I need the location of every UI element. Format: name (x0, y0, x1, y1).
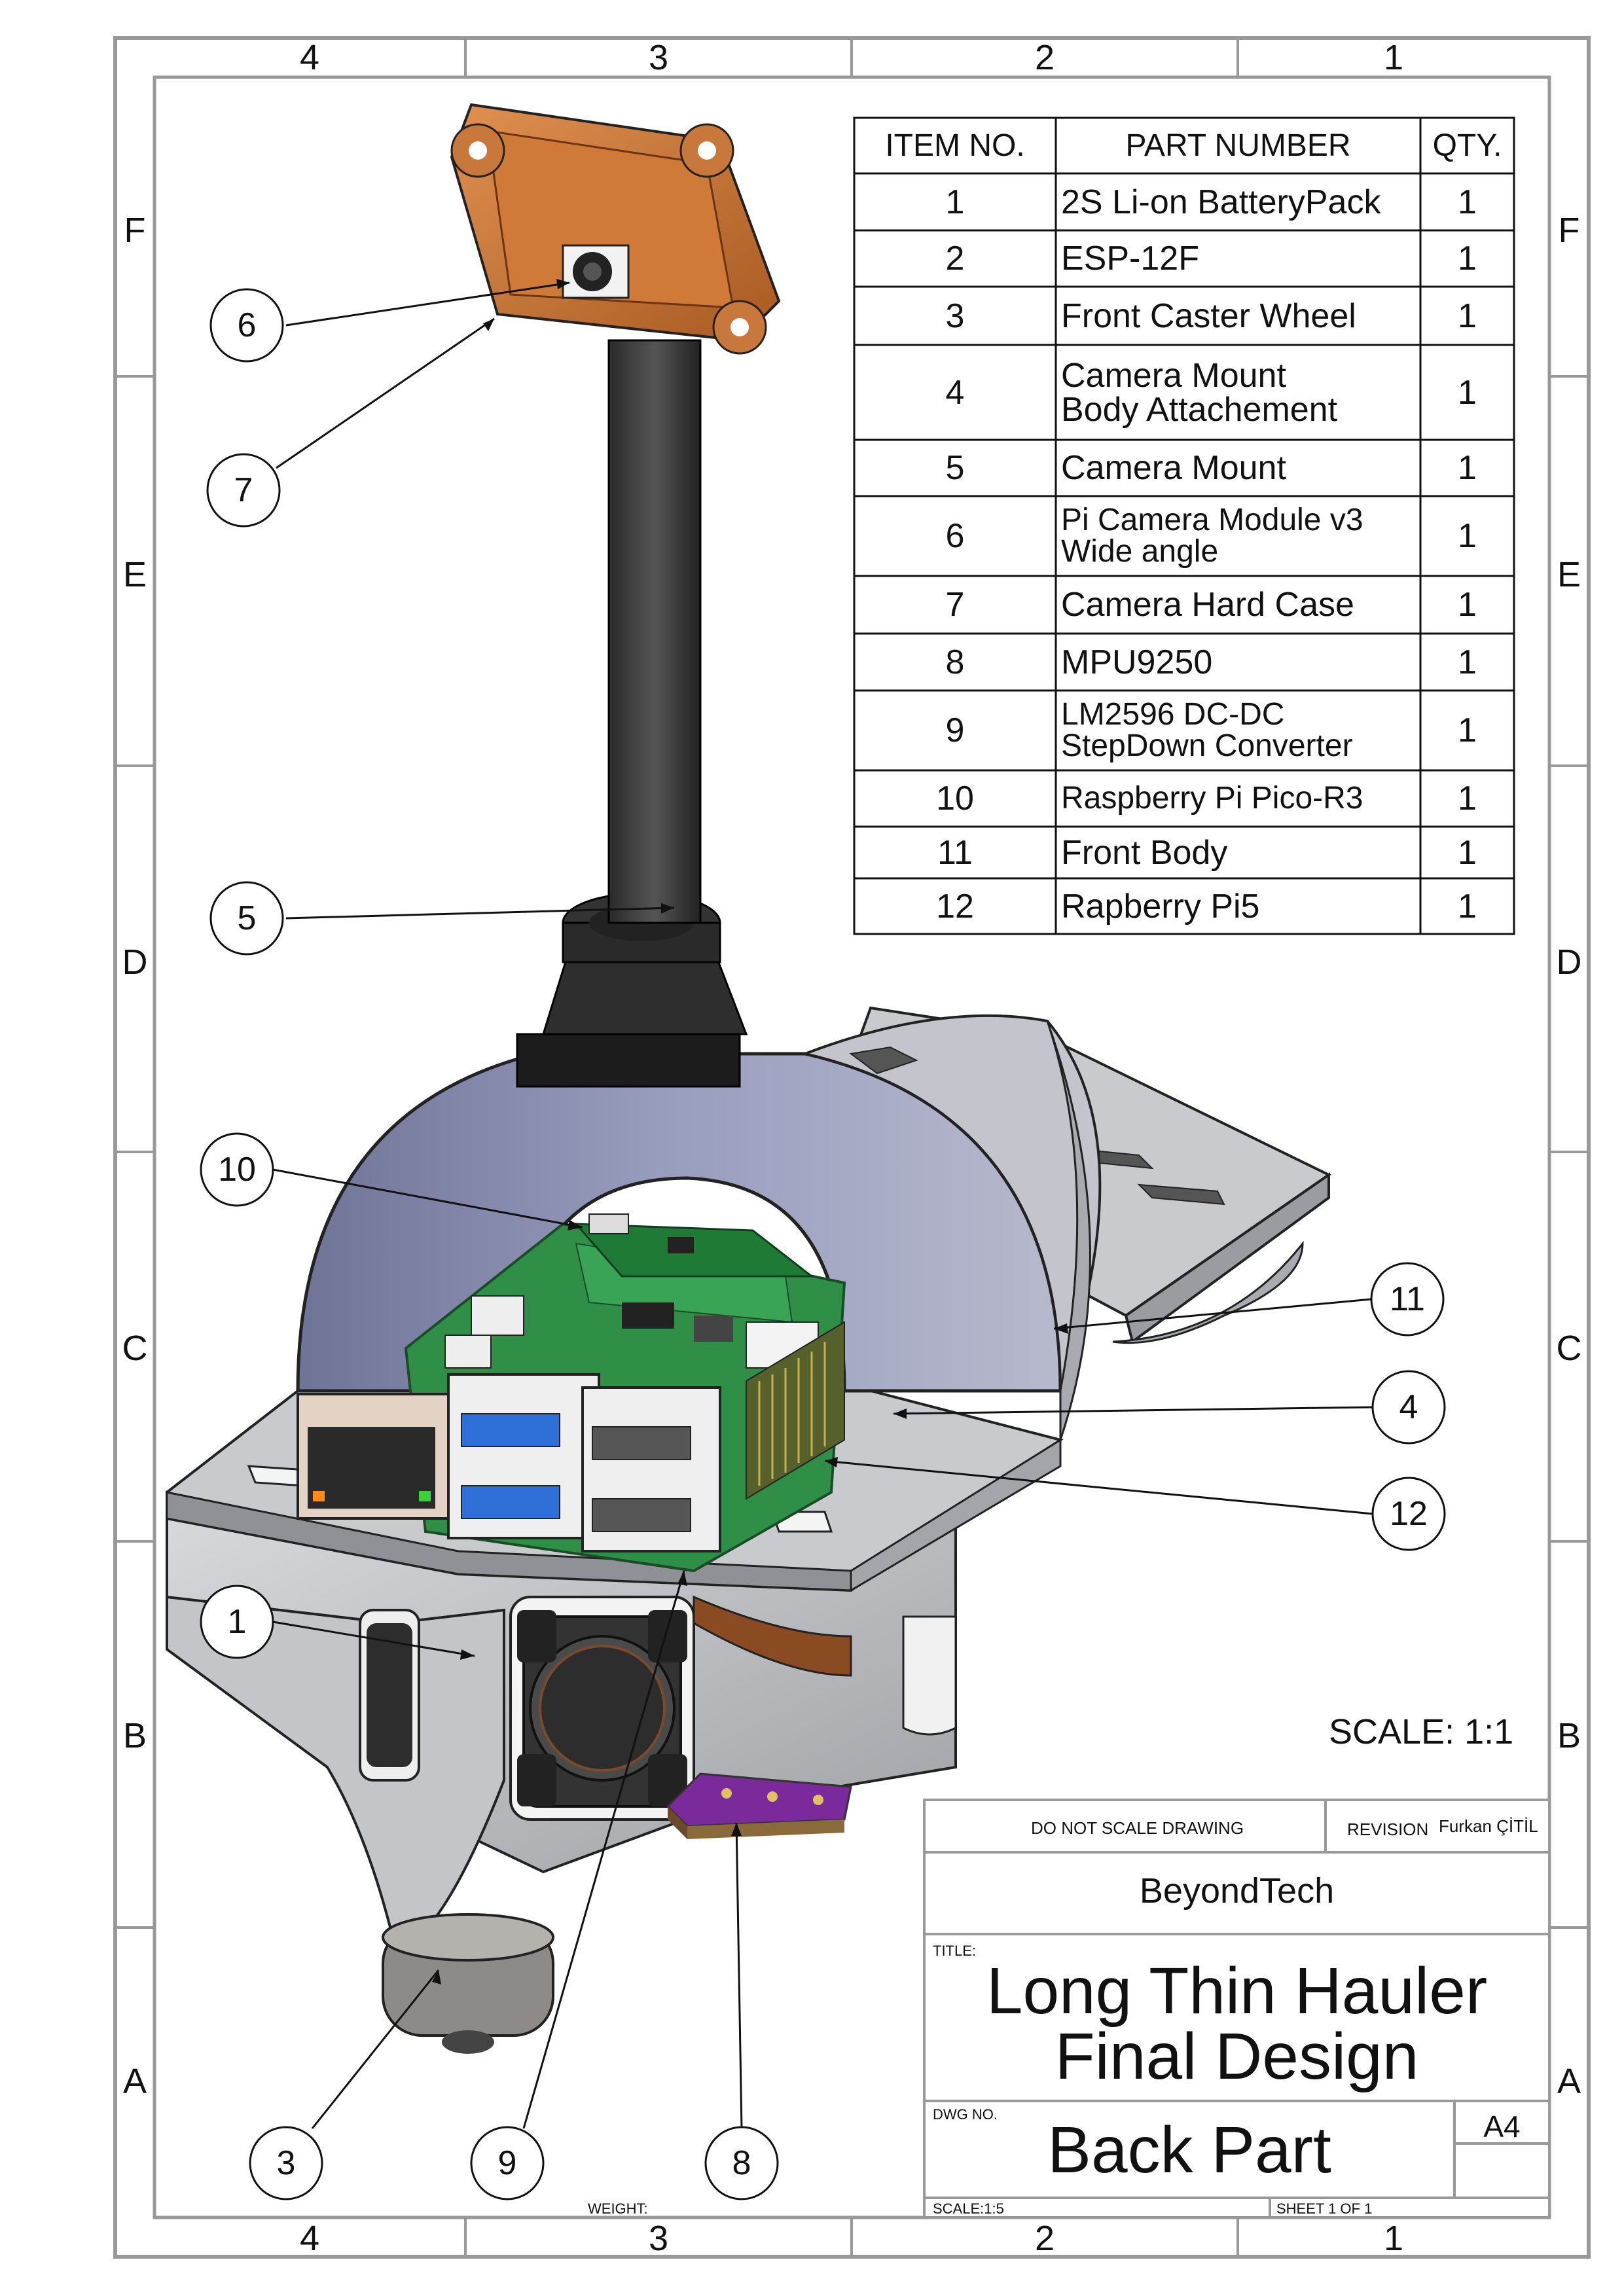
zone-row-c-left: C (122, 1329, 148, 1368)
bom-row-item: 3 (945, 296, 965, 335)
zone-row-d-left: D (122, 942, 148, 982)
scale-label: SCALE:1:5 (933, 2200, 1004, 2217)
balloon-3: 3 (276, 2144, 296, 2182)
bom-row-part: Camera Mount (1061, 449, 1286, 487)
bom-row-qty: 1 (1458, 780, 1477, 817)
dwg-no-label: DWG NO. (933, 2106, 998, 2123)
bom-row-item: 12 (936, 887, 974, 925)
dwg-number: Back Part (1047, 2113, 1331, 2187)
revision-label: REVISION (1347, 1820, 1429, 1839)
bom-row-qty: 1 (1458, 643, 1477, 681)
zone-row-a-left: A (122, 2062, 147, 2101)
balloon-9: 9 (497, 2144, 517, 2182)
company-name: BeyondTech (1139, 1871, 1335, 1910)
raspberry-pi5 (297, 1213, 846, 1573)
camera-hard-case (450, 103, 781, 355)
caster-wheel (382, 1913, 554, 2054)
title-label: TITLE: (933, 1943, 977, 1959)
balloon-7: 7 (234, 471, 253, 509)
zone-col-1-top: 1 (1383, 38, 1404, 77)
bom-row-item: 11 (937, 833, 973, 872)
mpu9250-board (666, 1772, 852, 1839)
bom-row-part: LM2596 DC-DC StepDown Converter (1061, 697, 1353, 763)
bom-row-item: 4 (945, 373, 965, 412)
zone-row-e-right: E (1557, 555, 1581, 594)
sheet-size: A4 (1483, 2109, 1521, 2144)
bom-header-qty: QTY. (1432, 128, 1502, 163)
bom-row-qty: 1 (1458, 296, 1477, 335)
balloon-4: 4 (1399, 1388, 1418, 1426)
balloon-8: 8 (732, 2144, 751, 2182)
drawing-title-line1: Long Thin Hauler (986, 1954, 1488, 2028)
balloon-6: 6 (237, 306, 257, 344)
bom-row-part: Camera Mount Body Attachement (1061, 356, 1338, 429)
scale-note: SCALE: 1:1 (1329, 1712, 1514, 1751)
bom-row-part: MPU9250 (1061, 643, 1213, 681)
zone-row-b-right: B (1557, 1716, 1581, 1755)
zone-col-3-top: 3 (648, 38, 669, 77)
bom-row-qty: 1 (1458, 183, 1477, 221)
zone-col-4-bottom: 4 (299, 2219, 320, 2258)
bom-row-qty: 1 (1458, 711, 1477, 749)
bom-row-item: 1 (945, 183, 965, 221)
zone-row-d-right: D (1556, 942, 1582, 982)
do-not-scale-note: DO NOT SCALE DRAWING (1031, 1818, 1244, 1838)
bom-row-qty: 1 (1458, 833, 1477, 872)
zone-col-2-top: 2 (1034, 38, 1055, 77)
bom-row-qty: 1 (1458, 517, 1477, 555)
zone-row-e-left: E (122, 555, 147, 594)
bom-row-item: 5 (945, 449, 965, 487)
balloon-12: 12 (1390, 1495, 1428, 1533)
bom-row-part: 2S Li-on BatteryPack (1061, 183, 1381, 221)
bom-row-part: Raspberry Pi Pico-R3 (1061, 781, 1363, 816)
balloon-11: 11 (1390, 1280, 1425, 1318)
bom-row-part: ESP-12F (1061, 240, 1199, 278)
zone-row-a-right: A (1557, 2062, 1581, 2101)
bom-row-qty: 1 (1458, 449, 1477, 487)
author-name: Furkan ÇİTİL (1439, 1816, 1538, 1836)
zone-col-3-bottom: 3 (648, 2219, 669, 2258)
bom-row-item: 10 (936, 780, 974, 817)
bom-row-item: 9 (945, 711, 965, 749)
bom-row-item: 2 (945, 240, 965, 278)
balloon-5: 5 (237, 899, 257, 937)
bom-row-part: Camera Hard Case (1061, 586, 1354, 624)
balloon-1: 1 (227, 1603, 247, 1641)
weight-label: WEIGHT: (588, 2200, 648, 2217)
bom-row-item: 7 (945, 586, 965, 624)
bom-header-part: PART NUMBER (1125, 128, 1351, 163)
battery-pack (367, 1610, 687, 1808)
zone-row-f-right: F (1558, 211, 1580, 250)
bom-row-part: Front Caster Wheel (1061, 296, 1356, 335)
leader-lines (272, 281, 1373, 2129)
bom-row-item: 8 (945, 643, 965, 681)
balloon-10: 10 (218, 1151, 256, 1189)
bom-row-part: Rapberry Pi5 (1061, 887, 1260, 925)
bom-header-item: ITEM NO. (885, 128, 1025, 163)
bom-row-part: Front Body (1061, 833, 1228, 872)
zone-col-2-bottom: 2 (1034, 2219, 1055, 2258)
zone-row-b-left: B (122, 1716, 147, 1755)
zone-row-f-left: F (124, 211, 146, 250)
bom-row-qty: 1 (1458, 240, 1477, 278)
bom-row-qty: 1 (1458, 586, 1477, 624)
bom-row-qty: 1 (1458, 373, 1477, 412)
drawing-title-line2: Final Design (1055, 2020, 1419, 2093)
balloon-circles (200, 288, 1446, 2200)
bom-row-part: Pi Camera Module v3 Wide angle (1061, 503, 1363, 569)
sheet-label: SHEET 1 OF 1 (1276, 2200, 1373, 2217)
camera-pole (516, 339, 748, 1088)
zone-col-1-bottom: 1 (1383, 2219, 1404, 2258)
zone-row-c-right: C (1556, 1329, 1582, 1368)
zone-col-4-top: 4 (299, 38, 320, 77)
bom-row-qty: 1 (1458, 887, 1477, 925)
bom-row-item: 6 (945, 517, 965, 555)
